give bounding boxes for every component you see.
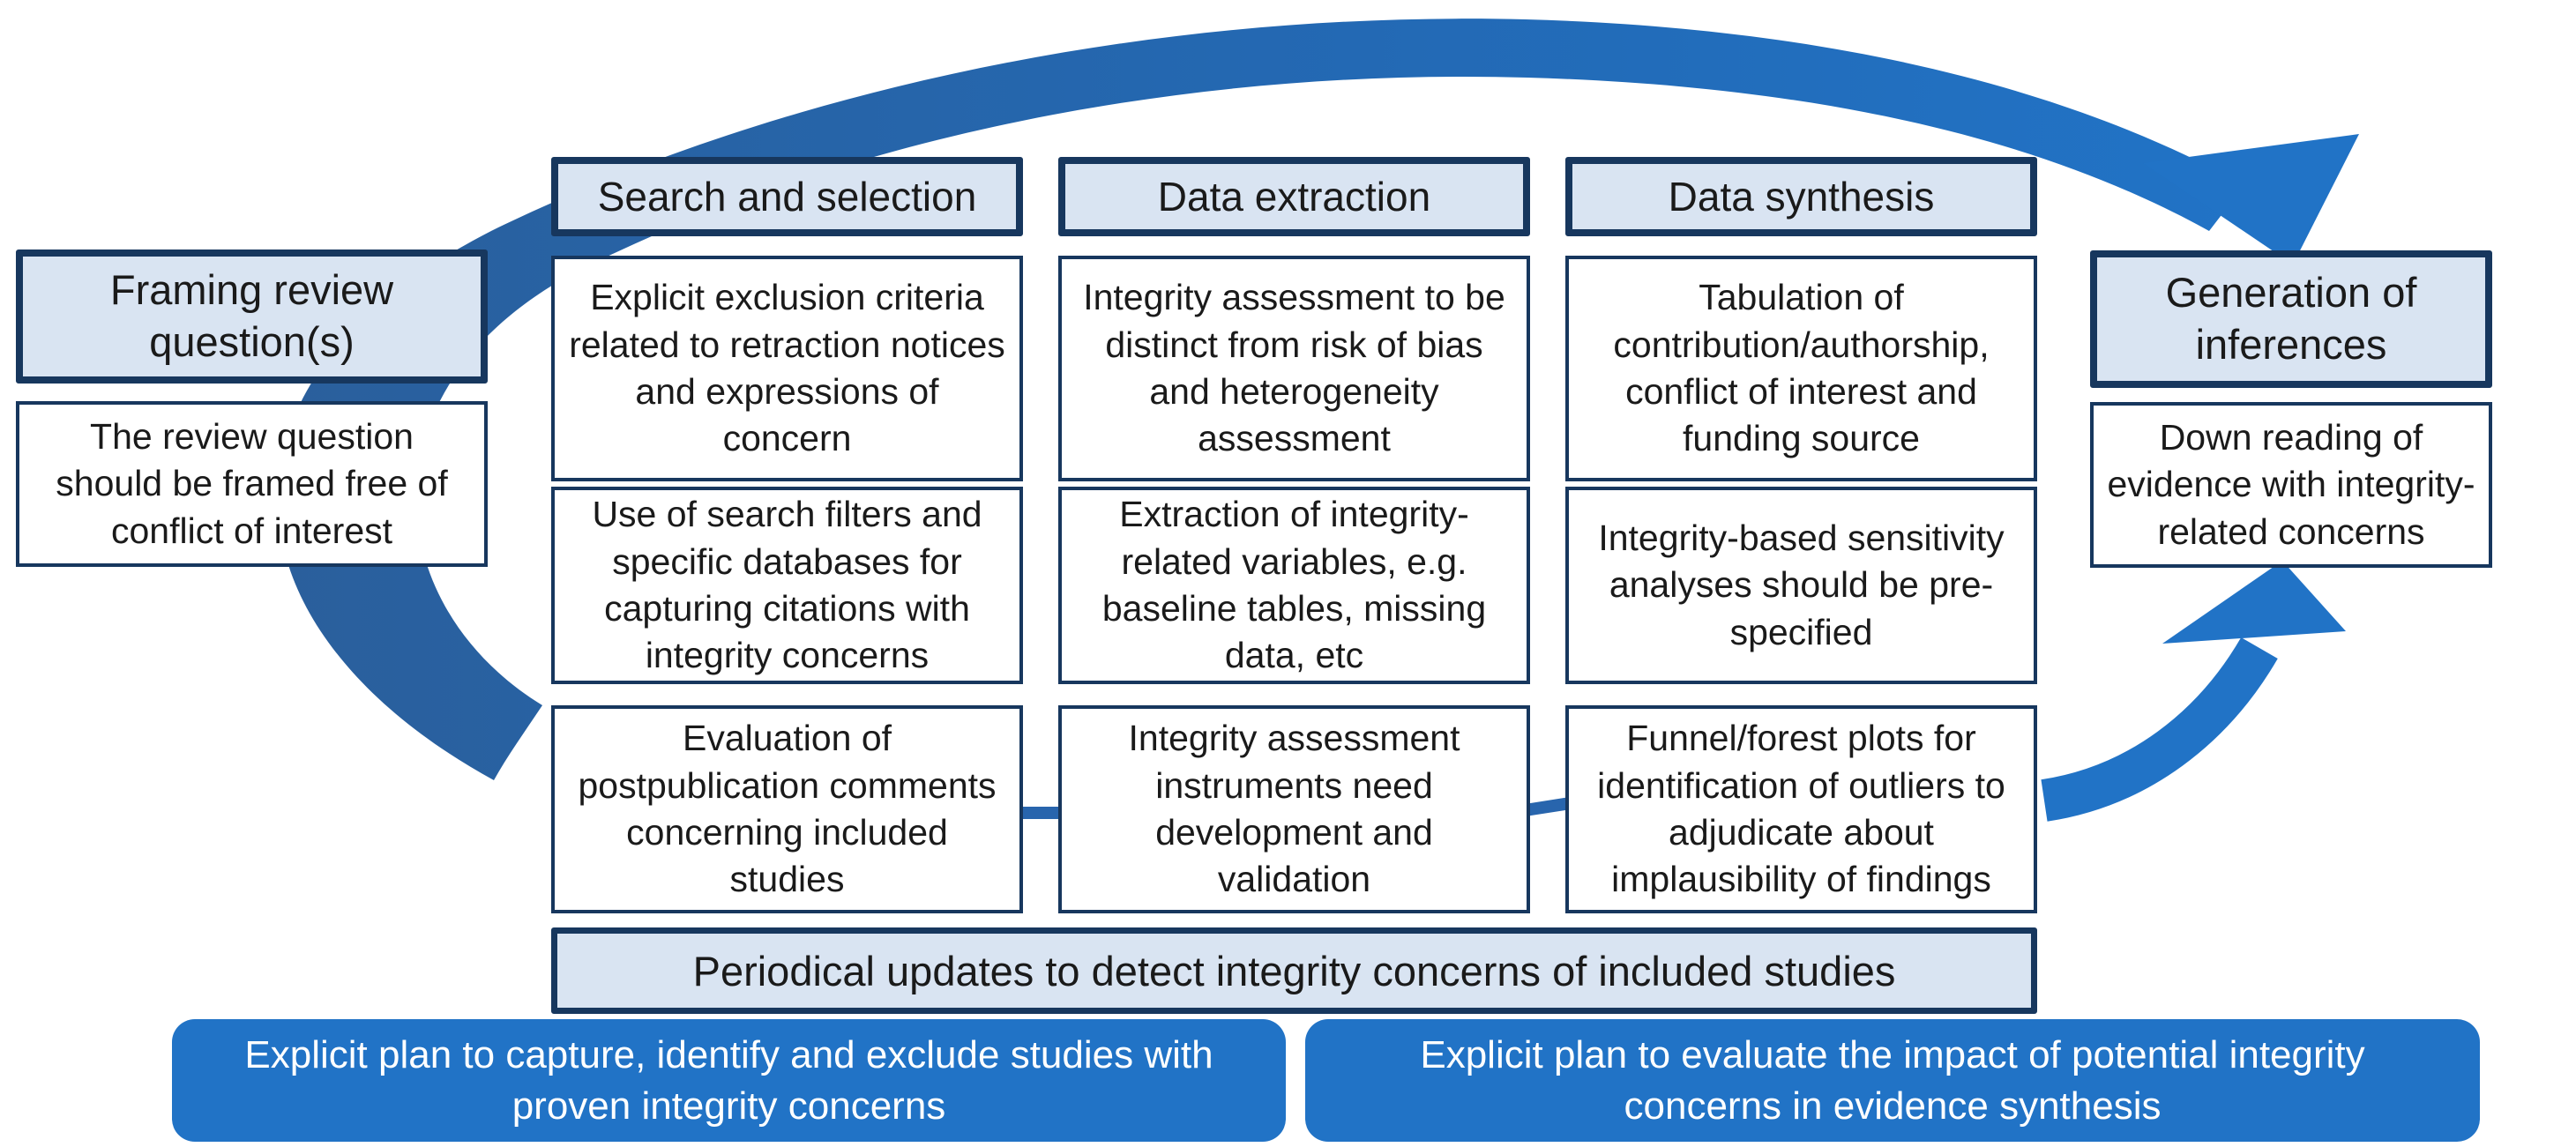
process-box-text: Integrity assessment to be distinct from… xyxy=(1083,277,1505,459)
data-extraction-label: Data extraction xyxy=(1157,174,1431,220)
search-selection-label: Search and selection xyxy=(597,174,977,220)
periodical-updates-bar: Periodical updates to detect integrity c… xyxy=(551,927,2037,1014)
process-box: Funnel/forest plots for identification o… xyxy=(1565,705,2037,913)
plan-capture-exclude-text: Explicit plan to capture, identify and e… xyxy=(244,1033,1213,1128)
process-box: Evaluation of postpublication comments c… xyxy=(551,705,1023,913)
framing-review-note: The review question should be framed fre… xyxy=(16,401,488,567)
process-box: Integrity-based sensitivity analyses sho… xyxy=(1565,487,2037,684)
stage-data-extraction: Data extraction xyxy=(1058,157,1530,236)
plan-evaluate-impact-text: Explicit plan to evaluate the impact of … xyxy=(1420,1033,2365,1128)
process-box: Integrity assessment to be distinct from… xyxy=(1058,256,1530,481)
process-box-text: Tabulation of contribution/authorship, c… xyxy=(1613,277,1990,459)
process-box-text: Evaluation of postpublication comments c… xyxy=(578,718,997,900)
process-box-text: Integrity-based sensitivity analyses sho… xyxy=(1598,518,2005,652)
cycle-arrowhead-icon xyxy=(2143,134,2359,264)
stage-framing-label: Framing review question(s) xyxy=(109,266,394,365)
framing-review-note-text: The review question should be framed fre… xyxy=(56,416,448,551)
process-box-text: Funnel/forest plots for identification o… xyxy=(1597,718,2005,900)
process-box: Use of search filters and specific datab… xyxy=(551,487,1023,684)
down-reading-note: Down reading of evidence with integrity-… xyxy=(2090,402,2492,568)
process-box: Explicit exclusion criteria related to r… xyxy=(551,256,1023,481)
process-box-text: Explicit exclusion criteria related to r… xyxy=(569,277,1005,459)
inference-arrowhead-icon xyxy=(2162,561,2346,644)
stage-framing-review-questions: Framing review question(s) xyxy=(16,250,488,384)
data-synthesis-label: Data synthesis xyxy=(1668,174,1935,220)
periodical-updates-text: Periodical updates to detect integrity c… xyxy=(692,947,1896,994)
process-box: Tabulation of contribution/authorship, c… xyxy=(1565,256,2037,481)
stage-data-synthesis: Data synthesis xyxy=(1565,157,2037,236)
generation-inferences-label: Generation of inferences xyxy=(2165,269,2417,368)
stage-search-and-selection: Search and selection xyxy=(551,157,1023,236)
process-box-text: Use of search filters and specific datab… xyxy=(592,494,982,676)
plan-capture-exclude: Explicit plan to capture, identify and e… xyxy=(172,1019,1286,1142)
process-box-text: Extraction of integrity-related variable… xyxy=(1101,494,1487,676)
process-box-text: Integrity assessment instruments need de… xyxy=(1128,718,1460,900)
stage-generation-of-inferences: Generation of inferences xyxy=(2090,250,2492,388)
down-reading-note-text: Down reading of evidence with integrity-… xyxy=(2107,417,2475,552)
plan-evaluate-impact: Explicit plan to evaluate the impact of … xyxy=(1305,1019,2480,1142)
process-box: Integrity assessment instruments need de… xyxy=(1058,705,1530,913)
cycle-arrow xyxy=(277,19,2244,781)
process-box: Extraction of integrity-related variable… xyxy=(1058,487,1530,684)
inference-arrow xyxy=(2041,637,2278,822)
